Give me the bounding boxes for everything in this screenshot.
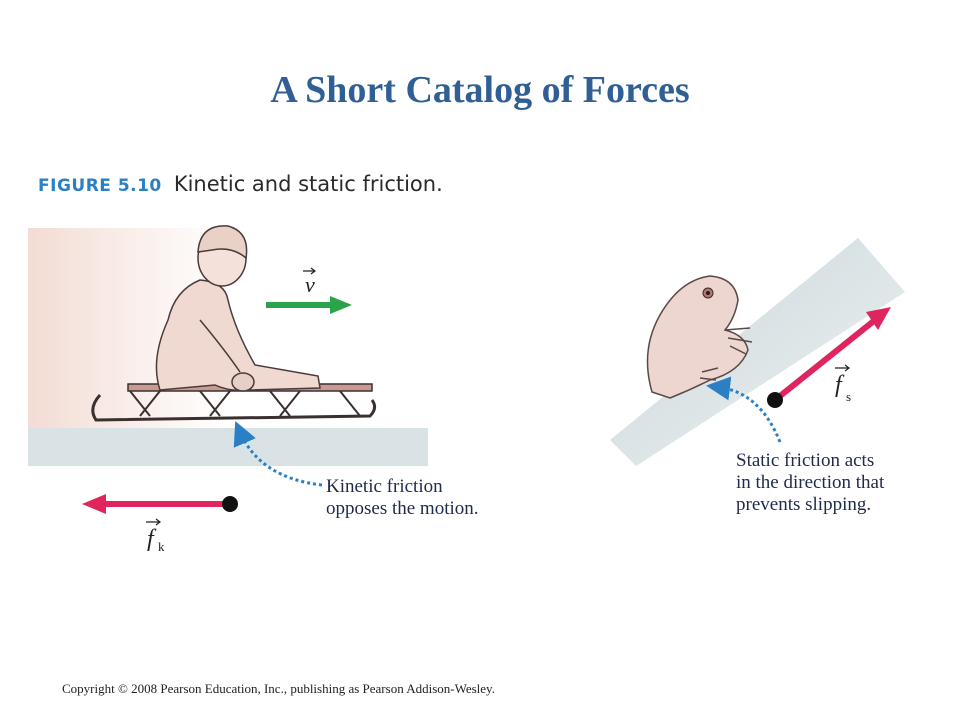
vector-hat-icon (303, 267, 316, 275)
ground-surface (28, 428, 428, 466)
vector-hat-icon (835, 364, 850, 372)
static-note-line2: in the direction that (736, 472, 885, 493)
vector-hat-icon (146, 518, 161, 526)
figure-caption: FIGURE 5.10 Kinetic and static friction. (38, 172, 443, 196)
static-friction-note: Static friction acts in the direction th… (736, 450, 884, 516)
child-on-sled-icon (91, 225, 377, 422)
static-note-line3: prevents slipping. (736, 494, 872, 515)
static-friction-scene: f s (610, 238, 905, 466)
figure-number: FIGURE 5.10 (38, 176, 162, 196)
figure-title: Kinetic and static friction. (173, 172, 443, 196)
kinetic-friction-arrow-icon (82, 494, 238, 514)
kinetic-note-line2: opposes the motion. (326, 498, 479, 519)
velocity-arrow-icon (266, 296, 352, 314)
dotted-pointer-arrow-icon (706, 376, 782, 443)
velocity-label: v (305, 272, 315, 297)
incline-surface (610, 238, 905, 466)
static-friction-label: f (835, 372, 845, 398)
slide-title: A Short Catalog of Forces (270, 69, 690, 111)
copyright-notice: Copyright © 2008 Pearson Education, Inc.… (62, 681, 495, 696)
static-friction-subscript: s (846, 389, 851, 404)
kinetic-friction-scene: v f k (28, 225, 428, 554)
kinetic-friction-note: Kinetic friction opposes the motion. (326, 476, 479, 520)
kinetic-friction-label: f (147, 526, 157, 552)
static-friction-arrow-icon (767, 307, 891, 408)
kinetic-friction-subscript: k (158, 539, 165, 554)
static-note-line1: Static friction acts (736, 450, 875, 471)
kinetic-note-line1: Kinetic friction (326, 476, 443, 497)
frog-icon (646, 275, 753, 399)
dotted-pointer-arrow-icon (233, 420, 323, 487)
